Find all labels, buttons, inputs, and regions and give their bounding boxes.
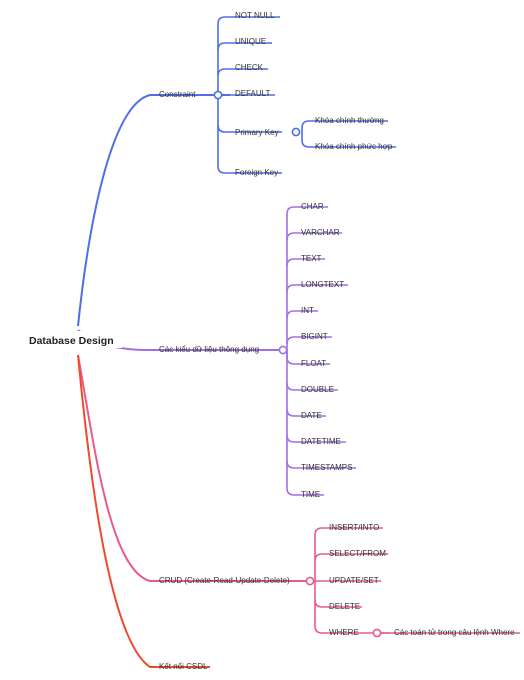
link-longtext	[286, 284, 348, 293]
leaf-longtext[interactable]: LONGTEXT	[301, 280, 344, 289]
leaf-unique[interactable]: UNIQUE	[235, 37, 266, 46]
branch-crud[interactable]: CRUD (Create-Read-Update-Delete)	[159, 576, 290, 585]
where-collapse-toggle[interactable]	[372, 628, 382, 638]
leaf-foreign-key[interactable]: Foreign Key	[235, 168, 278, 177]
branch-connect[interactable]: Kết nối CSDL	[159, 662, 208, 671]
leaf-varchar[interactable]: VARCHAR	[301, 228, 340, 237]
primary-key-collapse-toggle[interactable]	[291, 127, 301, 137]
link-where	[314, 600, 390, 634]
leaf-int[interactable]: INT	[301, 306, 314, 315]
leaf-primary-key[interactable]: Primary Key	[235, 128, 279, 137]
leaf-double[interactable]: DOUBLE	[301, 385, 334, 394]
leaf-check[interactable]: CHECK	[235, 63, 264, 72]
leaf-delete[interactable]: DELETE	[329, 602, 360, 611]
link-char	[286, 206, 328, 350]
link-foreign-key	[217, 125, 282, 174]
branch-datatypes[interactable]: Các kiểu dữ liệu thông dụng	[159, 345, 259, 354]
branch-line-crud	[77, 354, 308, 582]
leaf-select[interactable]: SELECT/FROM	[329, 549, 386, 558]
root-node[interactable]: Database Design	[29, 335, 114, 347]
link-insert	[314, 527, 383, 581]
leaf-char[interactable]: CHAR	[301, 202, 324, 211]
branch-line-constraint	[77, 94, 230, 327]
link-check	[217, 68, 268, 77]
leaf-datetime[interactable]: DATETIME	[301, 437, 341, 446]
datatypes-collapse-toggle[interactable]	[278, 345, 288, 355]
leaf-update[interactable]: UPDATE/SET	[329, 576, 379, 585]
leaf-bigint[interactable]: BIGINT	[301, 332, 328, 341]
root-node-bg	[26, 331, 122, 348]
crud-collapse-toggle[interactable]	[305, 576, 315, 586]
leaf-default[interactable]: DEFAULT	[235, 89, 271, 98]
leaf-pk-composite[interactable]: Khóa chính phức hợp	[315, 142, 393, 151]
link-int	[286, 310, 318, 319]
link-time	[286, 461, 324, 496]
leaf-time[interactable]: TIME	[301, 490, 320, 499]
leaf-insert[interactable]: INSERT/INTO	[329, 523, 379, 532]
branch-line-connect	[77, 354, 210, 668]
leaf-text[interactable]: TEXT	[301, 254, 322, 263]
link-pk-normal	[301, 120, 388, 132]
link-unique	[217, 42, 272, 51]
leaf-pk-normal[interactable]: Khóa chính thường	[315, 116, 384, 125]
link-primary-key	[217, 95, 282, 133]
link-text	[286, 258, 325, 267]
leaf-where[interactable]: WHERE	[329, 628, 359, 637]
leaf-timestamps[interactable]: TIMESTAMPS	[301, 463, 352, 472]
link-double	[286, 350, 338, 391]
link-varchar	[286, 232, 342, 241]
leaf-not-null[interactable]: NOT NULL	[235, 11, 275, 20]
link-not-null	[217, 16, 280, 95]
leaf-float[interactable]: FLOAT	[301, 359, 326, 368]
link-bigint	[286, 336, 332, 345]
branch-constraint[interactable]: Constraint	[159, 90, 196, 99]
leaf-date[interactable]: DATE	[301, 411, 322, 420]
constraint-collapse-toggle[interactable]	[213, 90, 223, 100]
leaf-where-operators[interactable]: Các toán tử trong câu lệnh Where	[394, 628, 515, 637]
link-pk-composite	[301, 132, 396, 148]
link-select	[314, 553, 388, 562]
